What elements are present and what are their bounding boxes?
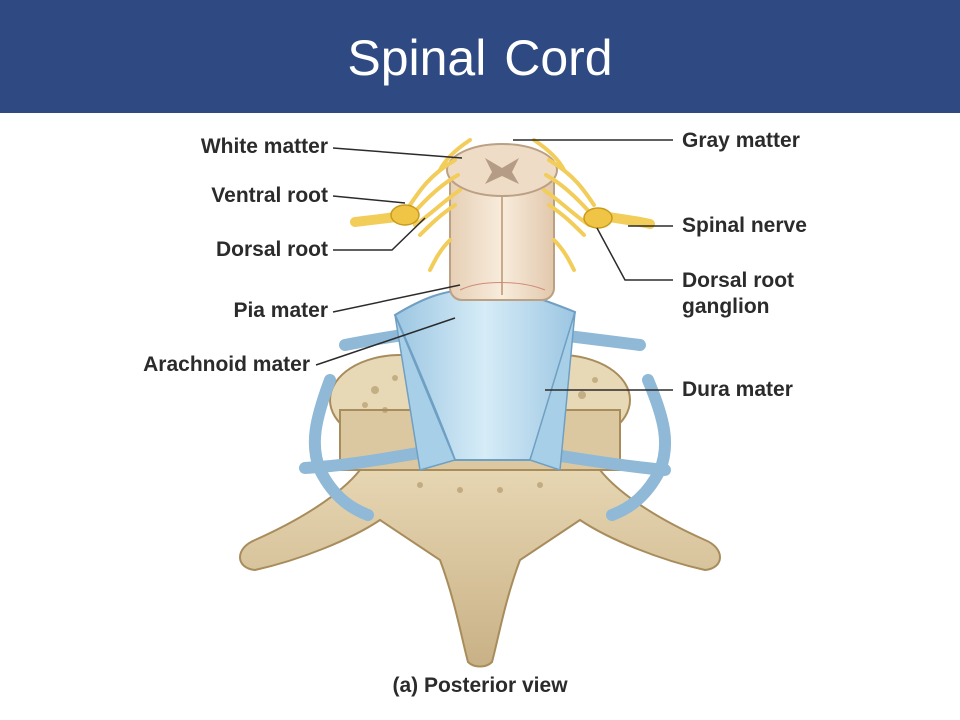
label-pia-mater: Pia mater xyxy=(233,299,328,322)
label-dorsal-root-left: Dorsal root xyxy=(215,238,328,261)
label-white-matter: White matter xyxy=(200,135,328,158)
figure-caption: (a) Posterior view xyxy=(392,674,568,697)
label-ventral-root: Ventral root xyxy=(211,184,328,207)
spinal-cord xyxy=(446,143,558,301)
label-arachnoid-mater: Arachnoid mater xyxy=(143,353,310,376)
label-gray-matter: Gray matter xyxy=(682,129,800,152)
label-spinal-nerve: Spinal nerve xyxy=(682,214,807,237)
nerve-roots xyxy=(408,138,596,272)
label-dorsal-root-ganglion-line1: Dorsal root xyxy=(682,269,795,292)
leader-lines xyxy=(315,139,673,391)
label-dura-mater: Dura mater xyxy=(682,378,793,401)
dura-mater xyxy=(393,286,577,472)
label-dorsal-root-ganglion-line2: ganglion xyxy=(682,295,770,318)
slide-title: Spinal Cord xyxy=(347,30,613,86)
dorsal-root-ganglia xyxy=(390,204,613,229)
title-bar: Spinal Cord xyxy=(0,0,960,113)
